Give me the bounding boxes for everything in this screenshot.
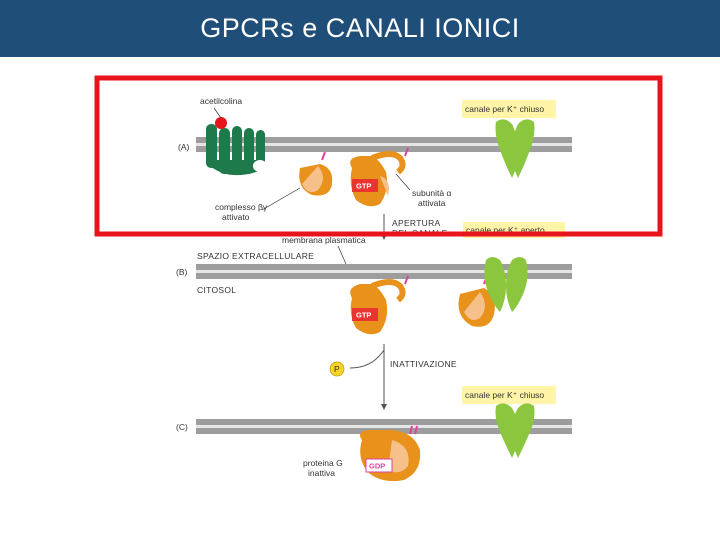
phosphate-release-arrow <box>349 349 385 369</box>
channel-closed-box-c <box>462 386 556 404</box>
phosphate-circle <box>329 361 345 377</box>
acetylcholine-pointer <box>213 107 222 119</box>
acetylcholine-molecule <box>215 117 227 129</box>
k-channel-closed-a <box>495 119 535 178</box>
channel-closed-label-c: canale per K⁺ chiuso <box>465 390 544 400</box>
phosphate-label: P <box>334 364 340 374</box>
alpha-subunit-a <box>350 147 409 207</box>
title-bar: GPCRs e CANALI IONICI <box>0 0 720 57</box>
g-protein-label-line1: proteina G <box>303 458 343 468</box>
alpha-label-line1: subunità α <box>412 188 451 198</box>
gtp-tag-b-text: GTP <box>356 311 371 320</box>
beta-gamma-complex-b <box>458 275 495 327</box>
gtp-tag-a <box>352 179 378 192</box>
inactivation-arrow-head <box>381 404 387 410</box>
inactivation-label: INATTIVAZIONE <box>390 359 457 369</box>
extracellular-label: SPAZIO EXTRACELLULARE <box>197 251 314 261</box>
membrane-pointer <box>337 245 347 265</box>
beta-gamma-pointer <box>261 187 301 211</box>
membrane-label: membrana plasmatica <box>282 235 366 245</box>
k-channel-closed-c <box>495 403 535 458</box>
slide-title: GPCRs e CANALI IONICI <box>200 13 520 43</box>
alpha-subunit-b <box>350 275 409 335</box>
channel-closed-label-a: canale per K⁺ chiuso <box>465 104 544 114</box>
beta-gamma-label-line1: complesso βγ <box>215 202 268 212</box>
k-channel-open <box>484 257 528 312</box>
beta-gamma-label-line2: attivato <box>222 212 250 222</box>
channel-open-label: canale per K⁺ aperto <box>466 225 545 235</box>
highlight-box <box>94 75 663 237</box>
cytosol-label: CITOSOL <box>197 285 236 295</box>
channel-closed-box-a <box>462 100 556 118</box>
panel-c-label: (C) <box>176 422 188 432</box>
gdp-tag <box>365 458 393 473</box>
receptor <box>206 124 267 176</box>
gtp-tag-a-text: GTP <box>356 182 371 191</box>
gdp-tag-text: GDP <box>369 462 385 471</box>
g-protein-label-line2: inattiva <box>308 468 335 478</box>
acetylcholine-label: acetilcolina <box>200 96 242 106</box>
panel-a-label: (A) <box>178 142 190 152</box>
beta-gamma-complex-a <box>299 151 333 196</box>
membrane-b <box>196 264 572 279</box>
alpha-pointer <box>395 173 411 191</box>
membrane-a <box>196 137 572 152</box>
alpha-label-line2: attivata <box>418 198 446 208</box>
gtp-tag-b <box>352 308 378 321</box>
inactive-g-protein <box>360 425 421 482</box>
panel-b-label: (B) <box>176 267 188 277</box>
opening-label-line1: APERTURA <box>392 218 441 228</box>
